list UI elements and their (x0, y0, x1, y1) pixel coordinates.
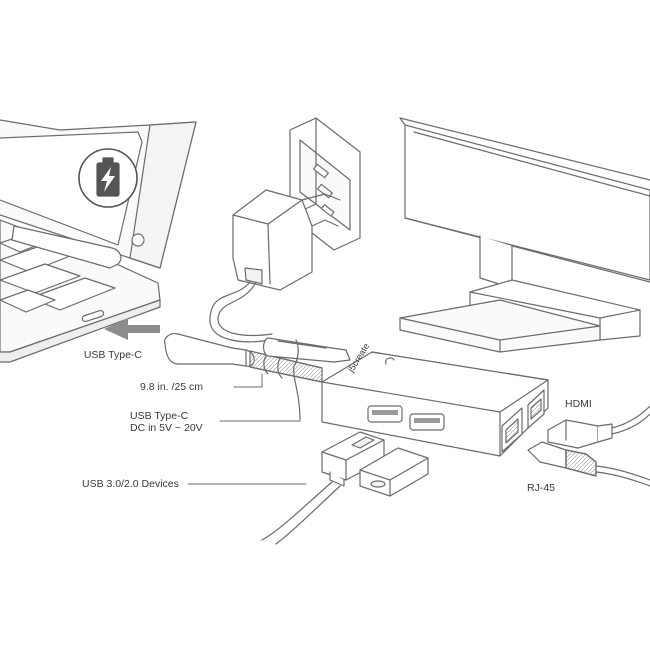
rj45-cable (527, 441, 650, 487)
monitor (399, 117, 650, 353)
laptop (0, 119, 197, 363)
cable-length-label: 9.8 in. /25 cm (140, 381, 204, 393)
usb-type-c-label: USB Type-C (83, 349, 142, 361)
usb-flash-drive (359, 447, 429, 497)
power-in-label: USB Type-C DC in 5V ~ 20V (130, 410, 203, 434)
power-in-plug (262, 337, 351, 421)
usb-port-1 (367, 405, 403, 423)
hdmi-cable (547, 405, 650, 449)
hdmi-port (527, 389, 545, 429)
usb-c-plug (164, 333, 255, 367)
adapter-cable (209, 281, 273, 343)
usb-devices-label: USB 3.0/2.0 Devices (82, 478, 179, 490)
power-adapter (232, 189, 341, 291)
arrow-left-icon (104, 318, 160, 340)
rj45-label: RJ-45 (527, 482, 556, 494)
battery-charging-icon (78, 148, 138, 208)
rj45-port (501, 407, 523, 453)
usb-port-2 (409, 413, 445, 431)
hdmi-label: HDMI (565, 398, 592, 410)
leader-lines (187, 373, 307, 485)
usb-c-hub (321, 351, 549, 457)
